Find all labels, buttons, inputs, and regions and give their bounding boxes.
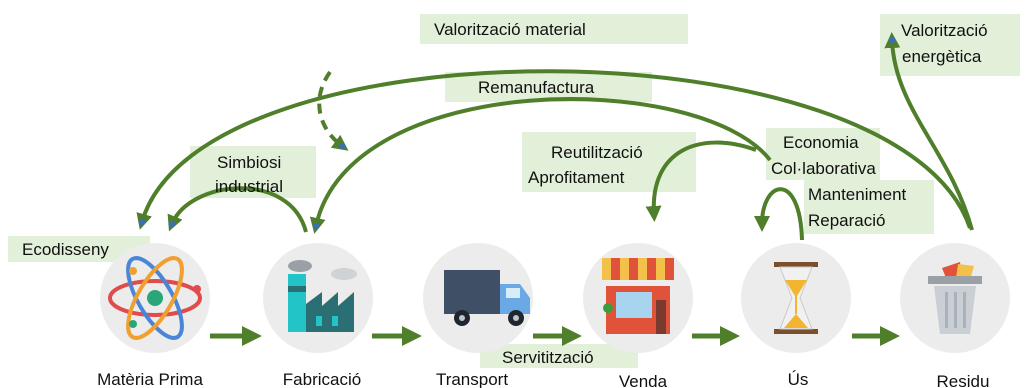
loop-arrows [136,32,974,241]
stage-label-residu: Residu [937,372,990,388]
label-ecodisseny: Ecodisseny [22,240,109,259]
label-box-servititzacio [480,344,638,368]
label-valoritzacio-material: Valorització material [434,20,586,39]
stage-label-fabricacio: Fabricació [283,370,361,388]
label-simbiosi-2: industrial [215,177,283,196]
factory-icon [288,260,357,332]
label-box-manteniment [804,180,934,234]
stage-label-us: Ús [788,370,809,388]
truck-icon [444,270,530,326]
label-box-valoritzacio-material [420,14,688,44]
hourglass-icon [774,262,818,334]
arrow-simbiosi [167,186,308,233]
label-remanufactura: Remanufactura [478,78,595,97]
label-reutilitzacio-1: Reutilització [551,143,643,162]
arrow-remanufactura [309,97,772,234]
label-valoritzacio-energetica-1: Valorització [901,21,988,40]
label-economia-1: Economia [783,133,859,152]
arrow-reutilitzacio [645,140,757,222]
label-reutilitzacio-2: Aprofitament [528,168,625,187]
label-servititzacio: Servitització [502,348,594,367]
label-economia-2: Col·laborativa [771,159,876,178]
trash-bin-icon [928,262,982,334]
atom-icon [108,256,202,340]
stage-label-transport: Transport [436,370,508,388]
arrow-dashed-fabricacio [317,70,349,151]
stage-label-venda: Venda [619,372,668,388]
arrow-valoritzacio-material [136,69,972,230]
label-manteniment: Manteniment [808,185,907,204]
arrow-valoritzacio-energetica [884,32,974,231]
label-valoritzacio-energetica-2: energètica [902,47,982,66]
label-box-remanufactura [445,72,652,102]
label-box-economia [766,128,880,180]
label-reparacio: Reparació [808,211,886,230]
shop-icon [602,258,674,334]
arrow-manteniment [754,187,804,241]
label-simbiosi-1: Simbiosi [217,153,281,172]
label-box-valoritzacio-energetica [880,14,1020,76]
stage-label-materia: Matèria Prima [97,370,203,388]
